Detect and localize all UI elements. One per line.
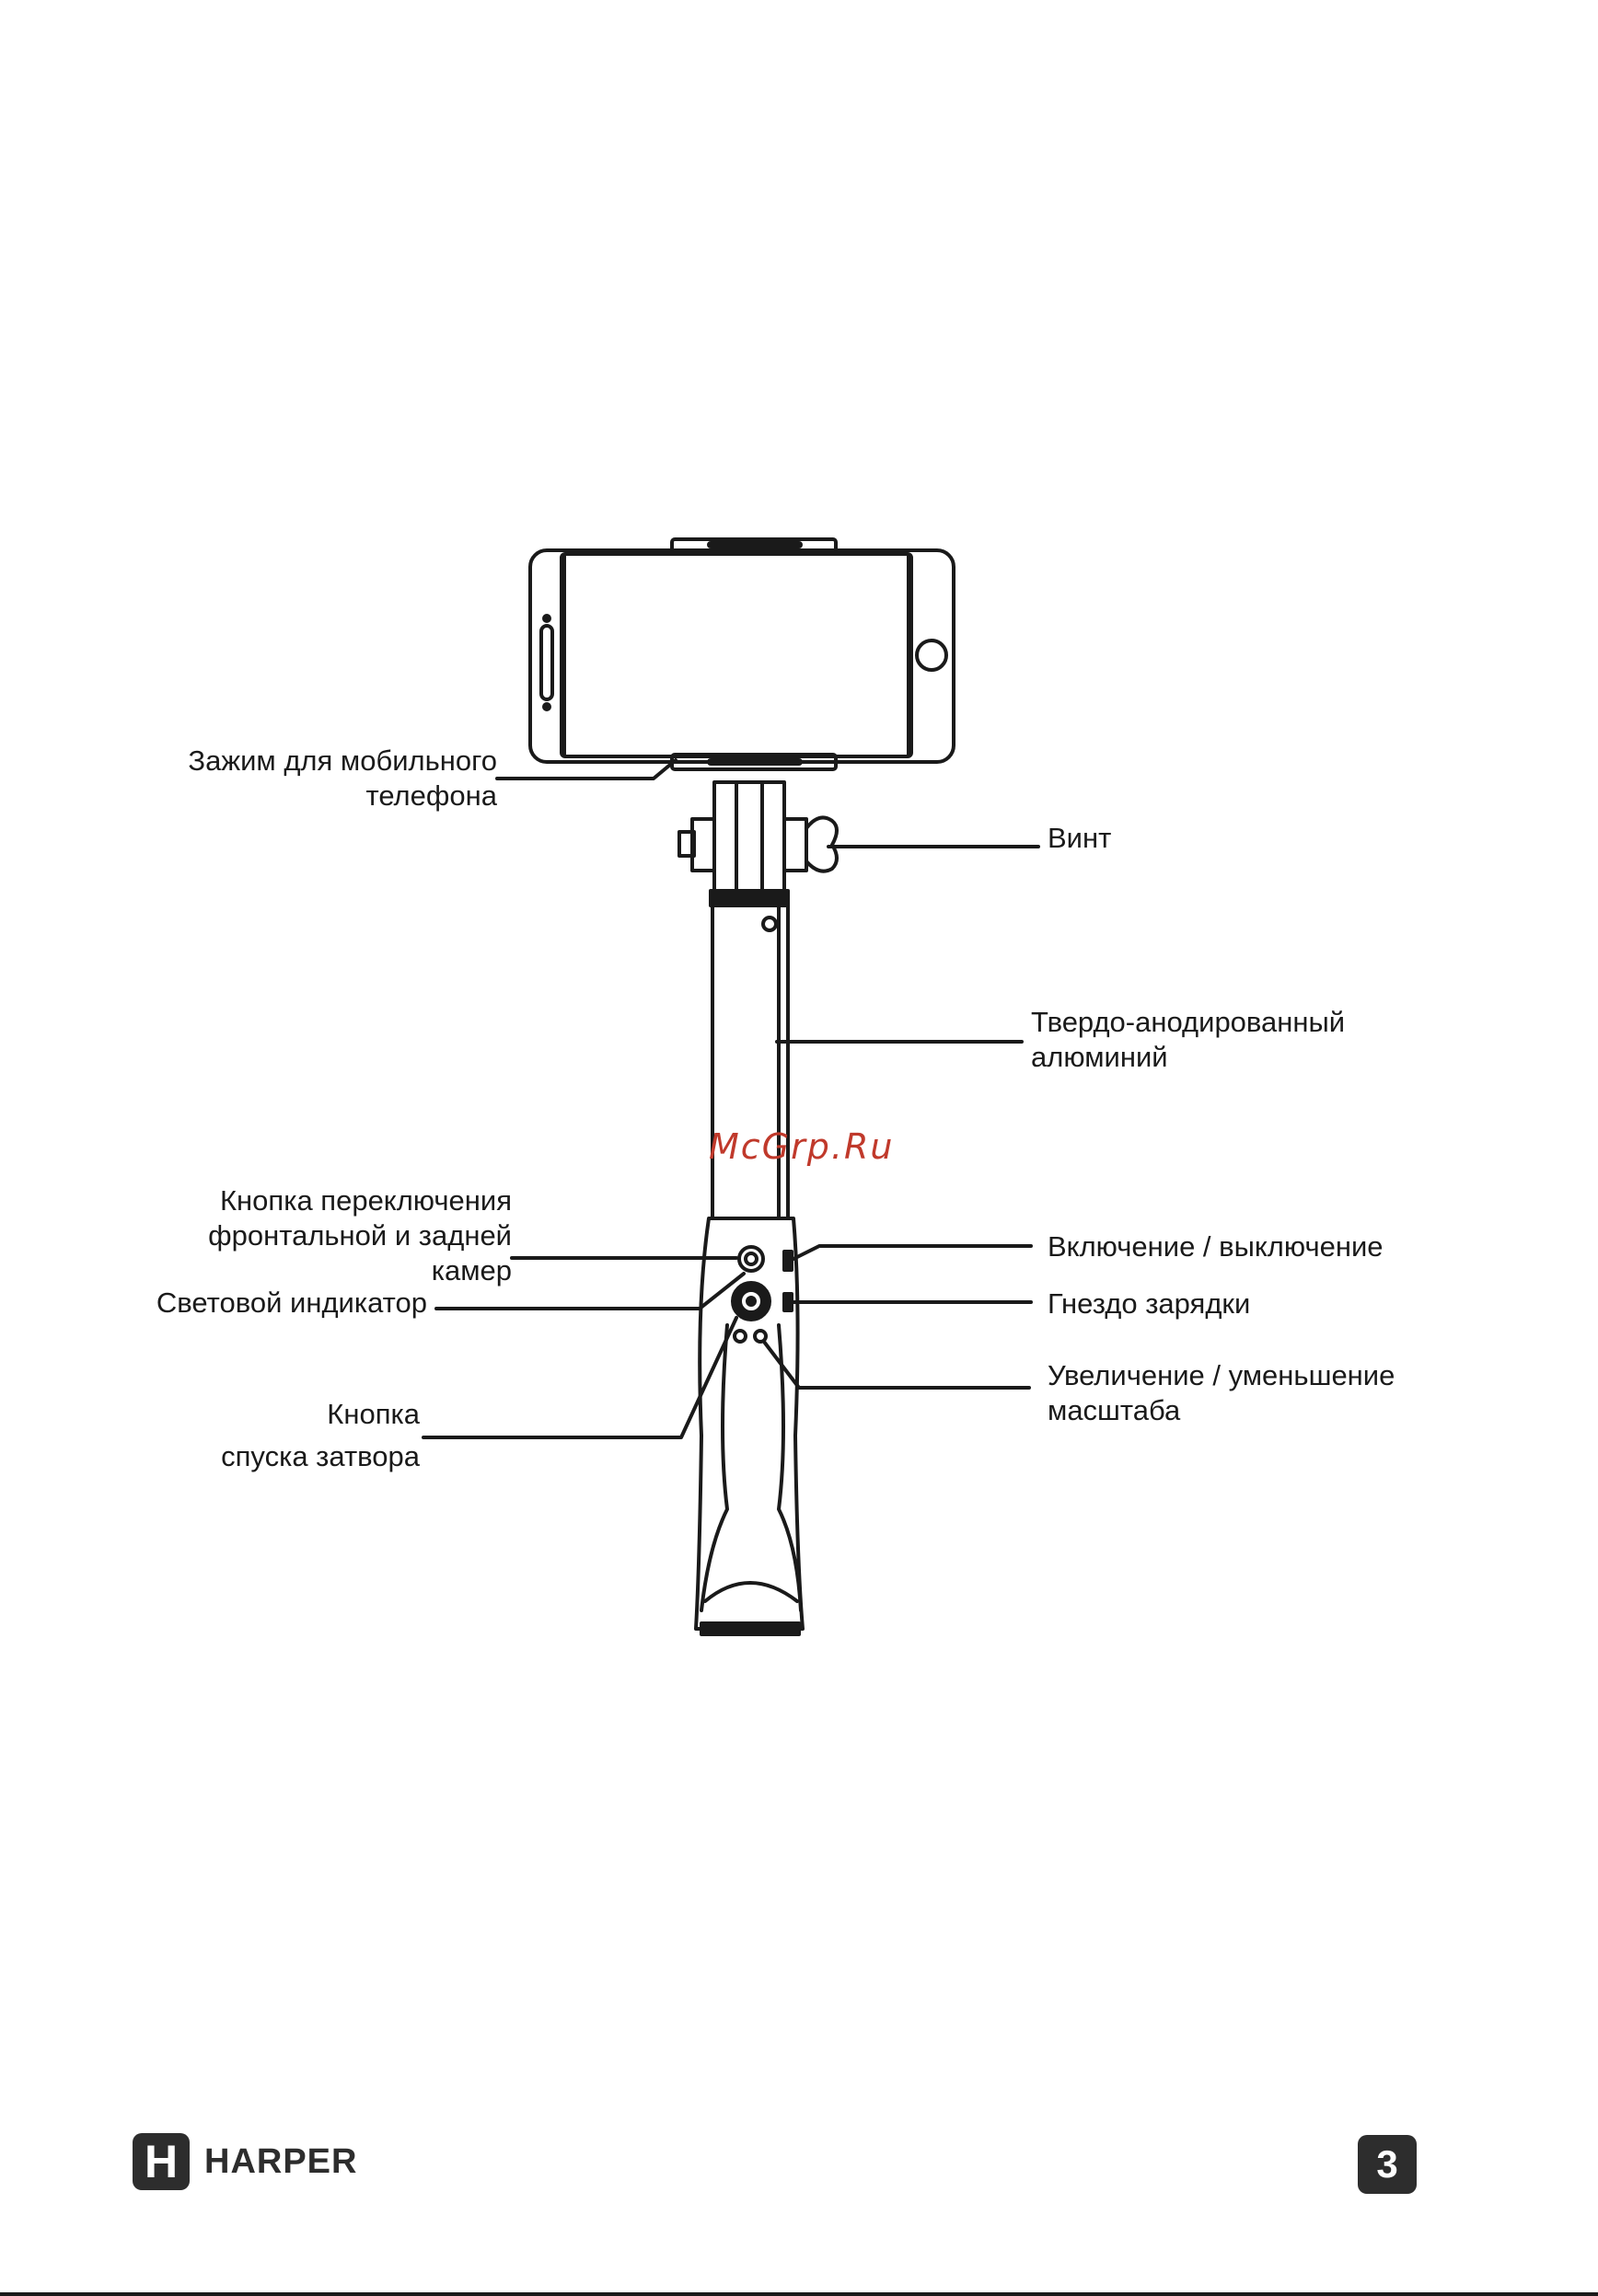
label-aluminum: Твердо-анодированный алюминий xyxy=(1031,1005,1345,1075)
bottom-rule xyxy=(0,2292,1598,2296)
label-camera-switch-line2: фронтальной и задней xyxy=(138,1218,512,1253)
handle-drawing xyxy=(696,1218,803,1634)
label-phone-clamp: Зажим для мобильного телефона xyxy=(147,744,497,813)
label-aluminum-line1: Твердо-анодированный xyxy=(1031,1005,1345,1040)
label-camera-switch: Кнопка переключения фронтальной и задней… xyxy=(138,1183,512,1288)
logo-mark: H xyxy=(133,2133,190,2190)
label-screw: Винт xyxy=(1048,821,1111,856)
label-phone-clamp-line2: телефона xyxy=(147,779,497,813)
label-power: Включение / выключение xyxy=(1048,1229,1384,1264)
label-shutter-line1: Кнопка xyxy=(147,1393,420,1436)
page-number: 3 xyxy=(1358,2135,1417,2194)
brand-name: HARPER xyxy=(204,2142,357,2182)
label-zoom: Увеличение / уменьшение масштаба xyxy=(1048,1358,1395,1428)
label-indicator: Световой индикатор xyxy=(110,1286,427,1321)
screw-joint-drawing xyxy=(679,782,837,906)
phone-clamp-drawing xyxy=(530,539,954,769)
label-charging: Гнездо зарядки xyxy=(1048,1286,1250,1321)
label-camera-switch-line1: Кнопка переключения xyxy=(138,1183,512,1218)
label-aluminum-line2: алюминий xyxy=(1031,1040,1345,1075)
label-phone-clamp-line1: Зажим для мобильного xyxy=(147,744,497,779)
label-zoom-line1: Увеличение / уменьшение xyxy=(1048,1358,1395,1393)
label-shutter: Кнопка спуска затвора xyxy=(147,1393,420,1478)
label-shutter-line2: спуска затвора xyxy=(147,1436,420,1478)
brand-logo: H HARPER xyxy=(133,2133,357,2190)
pole-drawing xyxy=(712,906,788,1218)
label-camera-switch-line3: камер xyxy=(138,1253,512,1288)
label-zoom-line2: масштаба xyxy=(1048,1393,1395,1428)
leader-lines xyxy=(423,760,1038,1437)
watermark: McGrp.Ru xyxy=(709,1126,894,1167)
